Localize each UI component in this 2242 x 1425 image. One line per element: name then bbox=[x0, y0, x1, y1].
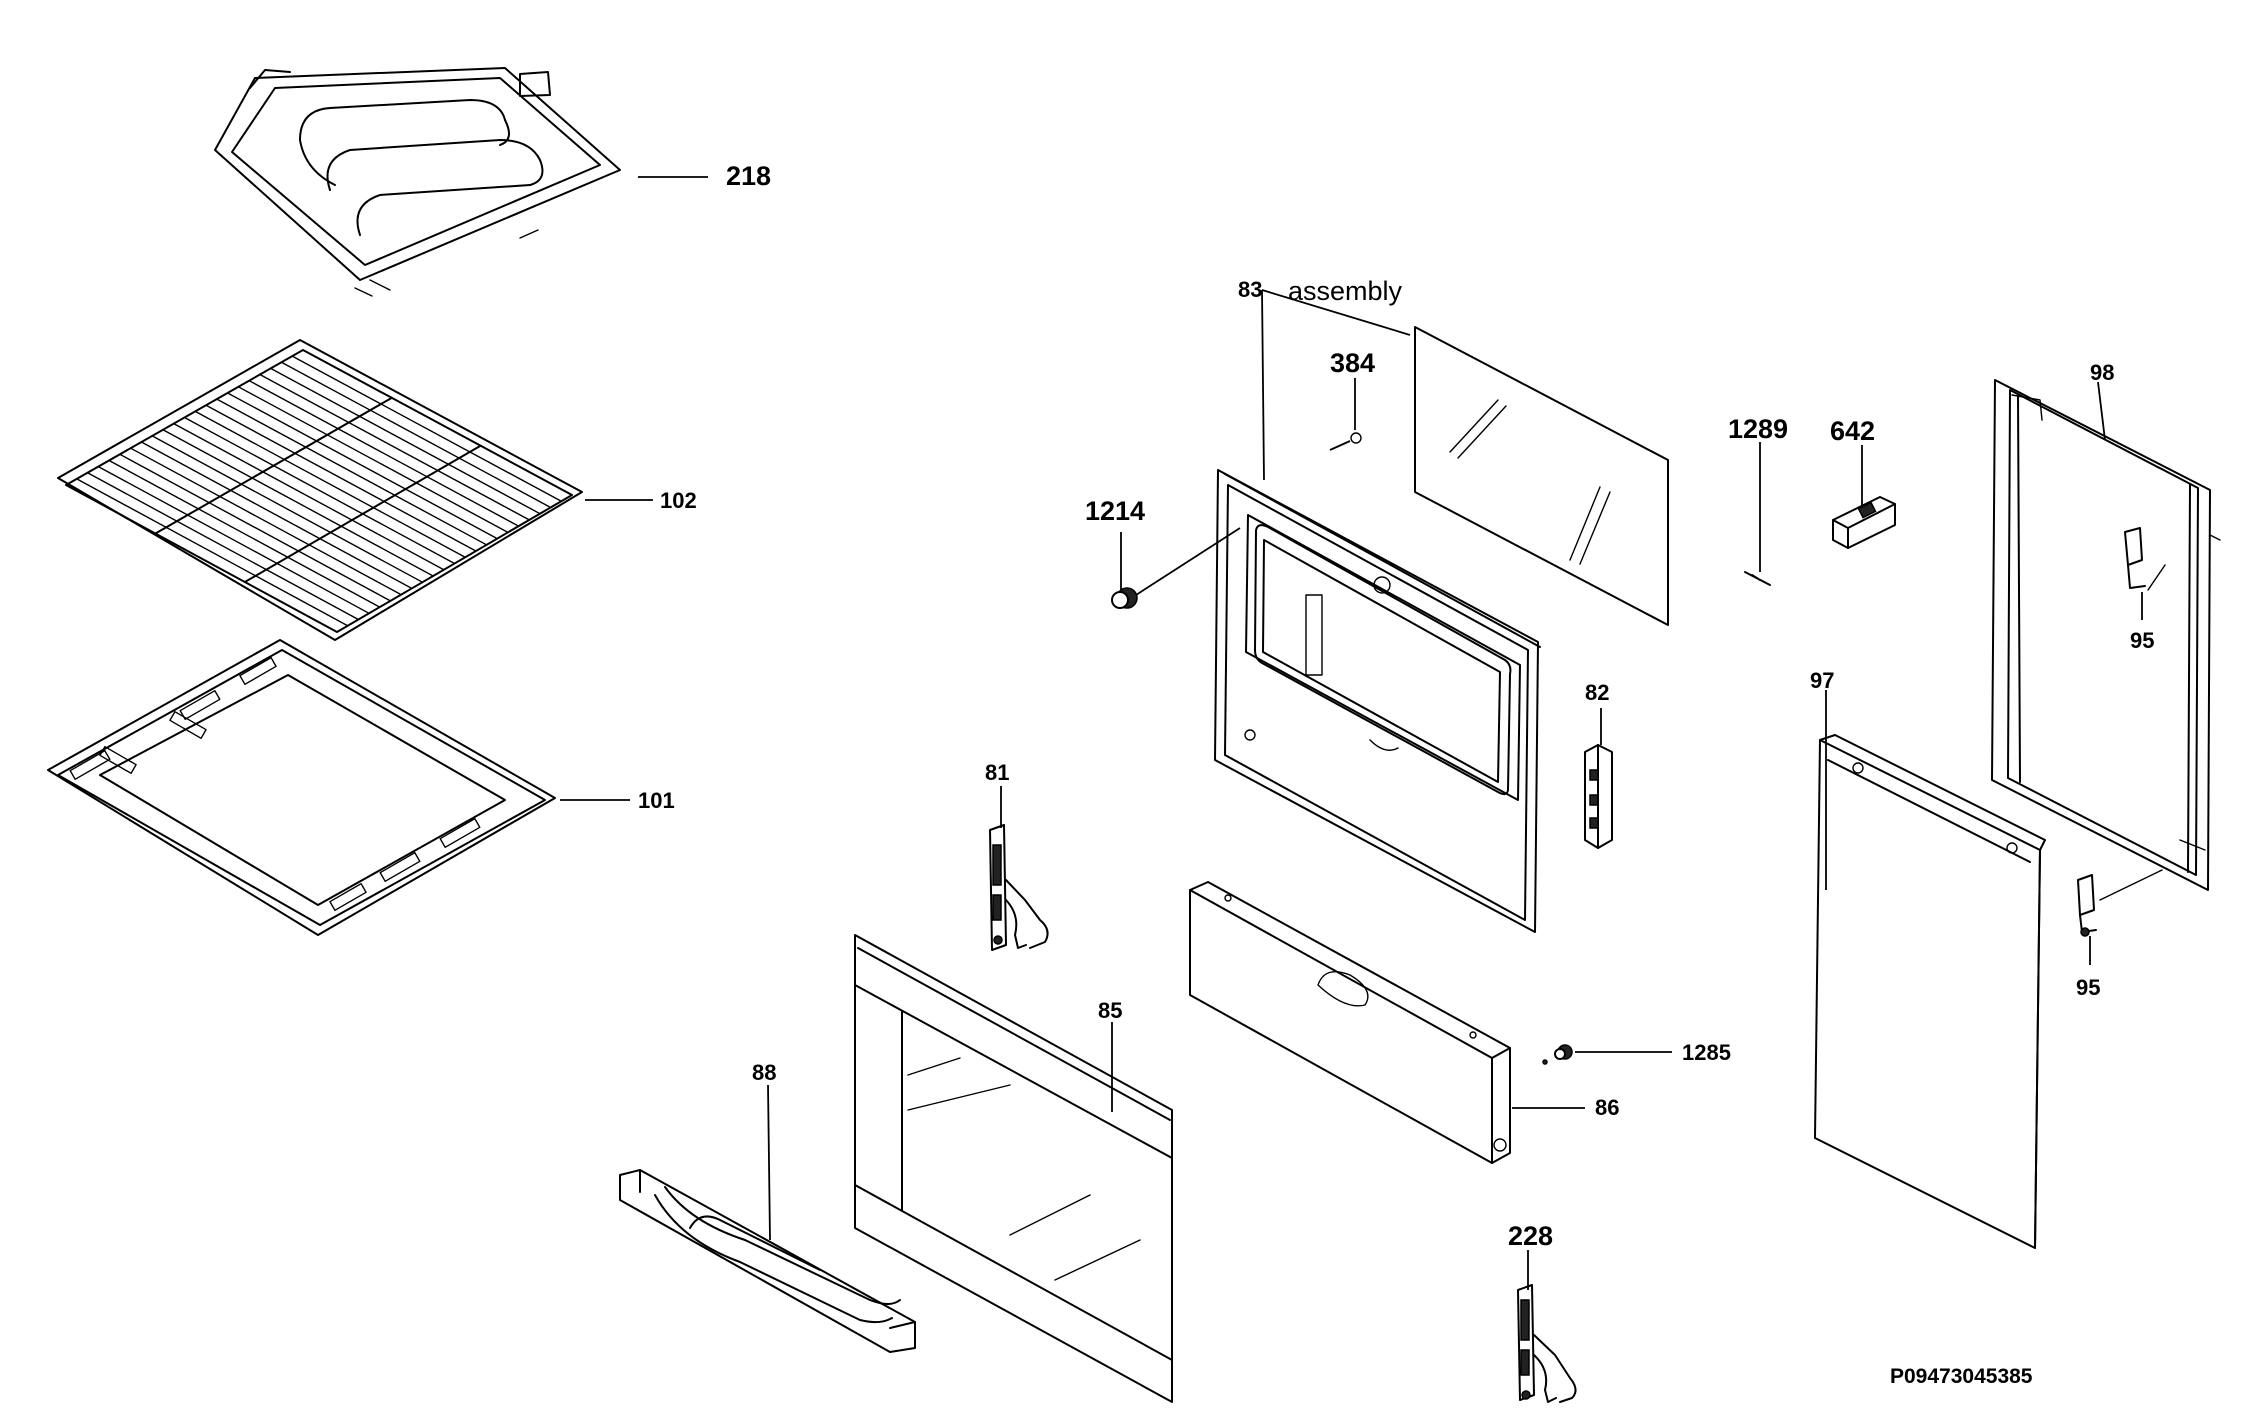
part-bumper-1285 bbox=[1542, 1044, 1573, 1065]
label-1214: 1214 bbox=[1085, 496, 1145, 526]
rack-wire bbox=[76, 478, 349, 627]
part-clip-642 bbox=[1832, 496, 1896, 549]
part-wire-rack bbox=[57, 339, 583, 641]
label-88: 88 bbox=[752, 1060, 776, 1085]
rack-wire bbox=[291, 355, 563, 502]
label-98: 98 bbox=[2090, 360, 2114, 385]
rack-wire bbox=[97, 465, 370, 615]
label-85: 85 bbox=[1098, 998, 1122, 1023]
label-101: 101 bbox=[638, 788, 675, 813]
part-hinge-228 bbox=[1517, 1284, 1577, 1403]
part-bumper-1214 bbox=[1111, 587, 1138, 609]
part-screw-384 bbox=[1329, 432, 1362, 451]
rack-wire bbox=[194, 410, 466, 558]
rack-wire bbox=[86, 472, 360, 621]
label-384: 384 bbox=[1330, 348, 1375, 378]
label-81: 81 bbox=[985, 760, 1009, 785]
label-86: 86 bbox=[1595, 1095, 1619, 1120]
part-bracket-95-upper bbox=[2124, 527, 2166, 591]
rack-wire bbox=[151, 435, 424, 583]
rack-wire bbox=[259, 373, 530, 521]
rack-wire bbox=[237, 386, 509, 534]
part-pin-1289 bbox=[1744, 571, 1771, 586]
part-hinge-81 bbox=[989, 824, 1049, 951]
rack-wire bbox=[269, 367, 541, 515]
label-1289: 1289 bbox=[1728, 414, 1788, 444]
label-83: 83 bbox=[1238, 277, 1262, 302]
rack-wire bbox=[248, 379, 520, 527]
rack-cross-bar bbox=[154, 396, 393, 535]
part-bracket-95-lower bbox=[2077, 869, 2163, 937]
part-side-cover-97 bbox=[1814, 734, 2046, 1249]
part-baking-tray bbox=[47, 639, 556, 936]
part-inner-door-frame bbox=[1214, 469, 1541, 933]
label-1285: 1285 bbox=[1682, 1040, 1731, 1065]
part-outer-door-85 bbox=[854, 934, 1173, 1403]
label-assembly: assembly bbox=[1288, 276, 1403, 306]
rack-wire bbox=[226, 392, 498, 540]
label-642: 642 bbox=[1830, 416, 1875, 446]
rack-wire bbox=[162, 429, 434, 577]
rack-wire bbox=[280, 361, 552, 509]
rack-wire bbox=[205, 404, 477, 552]
rack-wire bbox=[216, 398, 488, 546]
drawing-code: P09473045385 bbox=[1890, 1365, 2033, 1388]
part-door-trim-86 bbox=[1189, 881, 1511, 1164]
label-95-lower: 95 bbox=[2076, 975, 2100, 1000]
part-glass-panel bbox=[1414, 326, 1669, 626]
rack-wire bbox=[119, 453, 392, 602]
label-97: 97 bbox=[1810, 668, 1834, 693]
rack-wire bbox=[140, 441, 413, 590]
part-grill-heating-element bbox=[214, 67, 621, 297]
rack-wire bbox=[183, 416, 456, 565]
part-door-handle-88 bbox=[619, 1169, 916, 1353]
label-102: 102 bbox=[660, 488, 697, 513]
part-side-frame-98 bbox=[1991, 379, 2221, 891]
label-218: 218 bbox=[726, 161, 771, 191]
label-95-upper: 95 bbox=[2130, 628, 2154, 653]
rack-wire bbox=[108, 459, 381, 608]
label-82: 82 bbox=[1585, 680, 1609, 705]
rack-cross-bar bbox=[243, 444, 482, 584]
rack-wire bbox=[129, 447, 402, 596]
part-hinge-block-82 bbox=[1584, 744, 1613, 849]
label-228: 228 bbox=[1508, 1221, 1553, 1251]
rack-wire bbox=[173, 422, 445, 571]
